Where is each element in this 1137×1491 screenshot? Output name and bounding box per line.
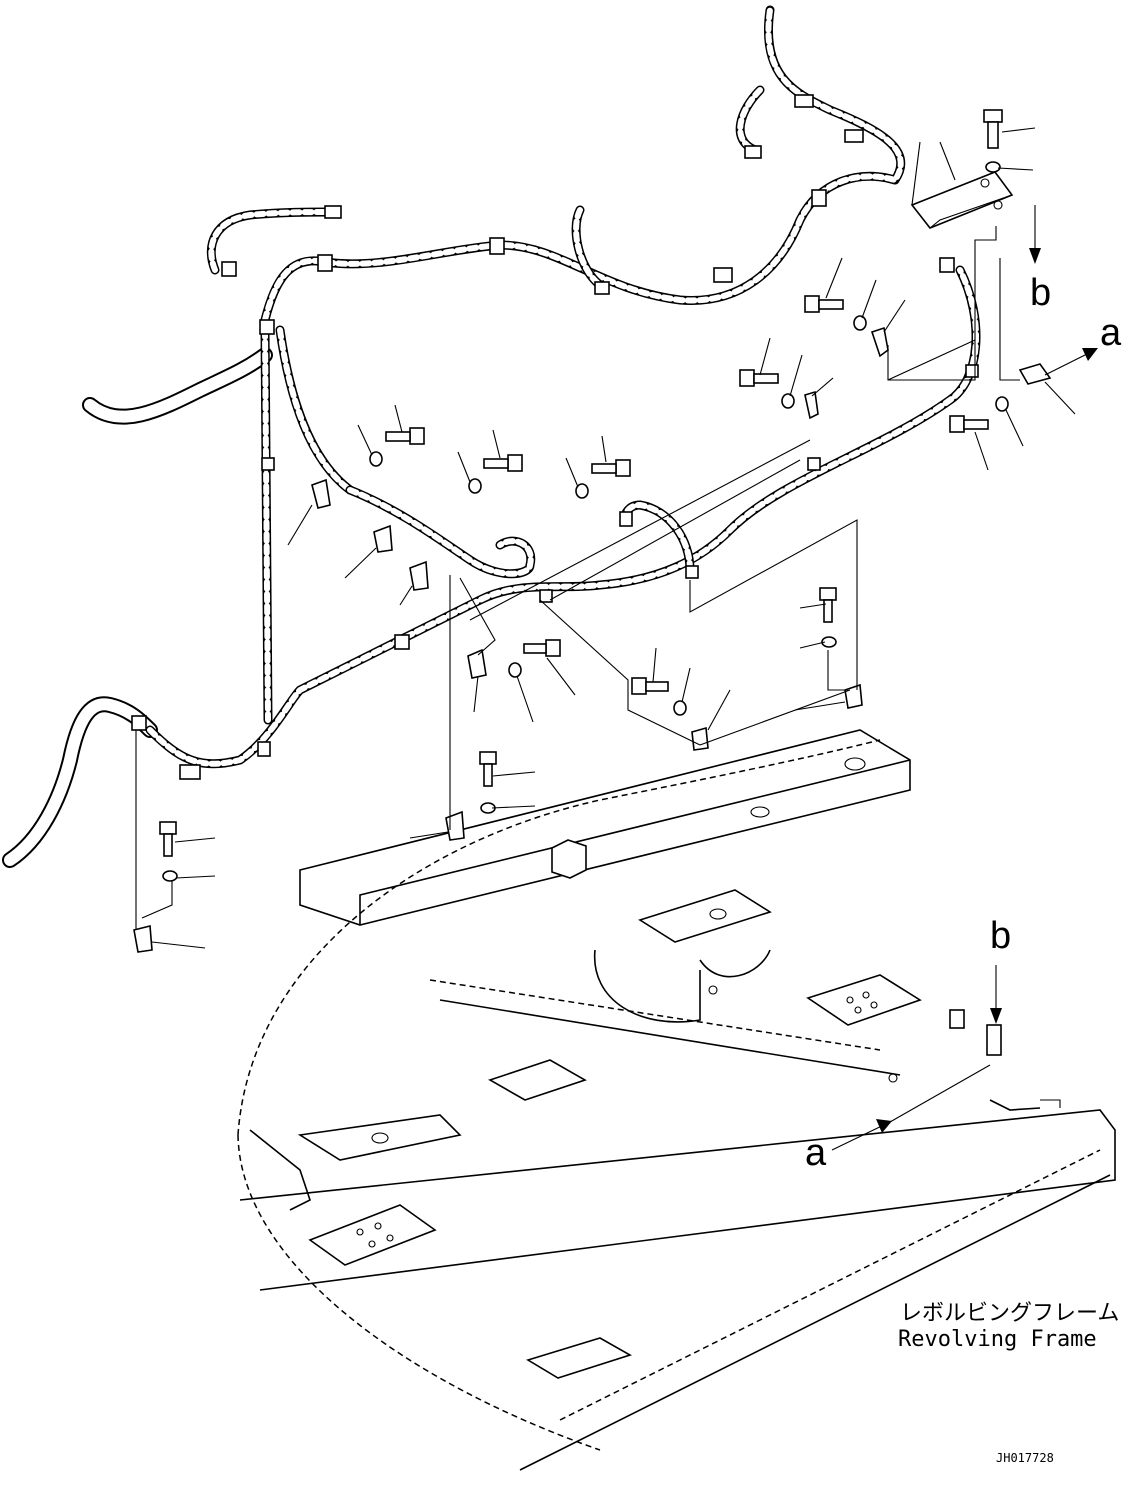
- revolving-frame: [237, 729, 1116, 1471]
- frame-label-english: Revolving Frame: [898, 1327, 1097, 1352]
- drawing-code: JH017728: [996, 1451, 1054, 1465]
- ref-label-a-bottom: a: [805, 1132, 827, 1174]
- assembly-lines: [135, 141, 1020, 930]
- leader-lines: [151, 127, 1076, 949]
- ref-label-b-bottom: b: [990, 915, 1011, 957]
- fasteners: [133, 109, 1052, 953]
- ref-label-a-top: a: [1100, 312, 1122, 354]
- reference-arrows: [831, 205, 1098, 1151]
- wiring-harness: [131, 5, 981, 780]
- hose-assembly: [2, 347, 273, 868]
- frame-label-japanese: レボルビングフレーム: [900, 1301, 1119, 1326]
- ref-label-b-top: b: [1030, 272, 1051, 314]
